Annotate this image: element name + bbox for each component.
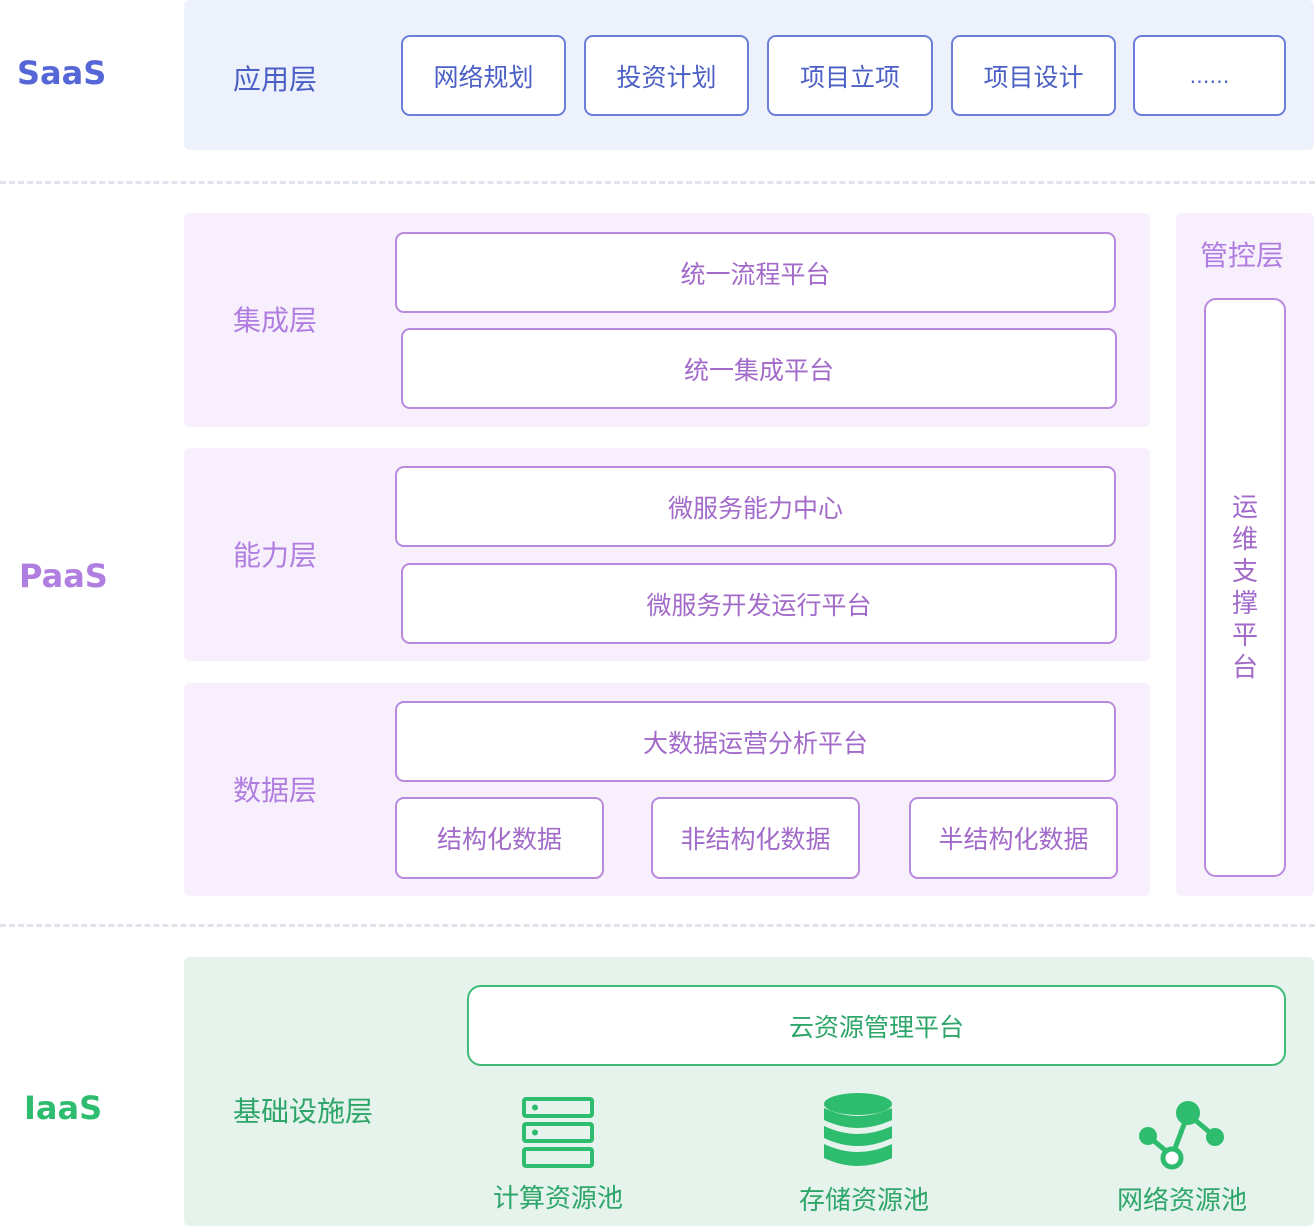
- microservice-capability-center: 微服务能力中心: [395, 466, 1116, 547]
- ops-char-4: 撑: [1231, 588, 1258, 619]
- unified-integration-platform: 统一集成平台: [401, 328, 1117, 409]
- app-network-planning: 网络规划: [401, 35, 566, 116]
- saas-panel: [184, 0, 1314, 150]
- control-layer-label: 管控层: [1200, 239, 1285, 272]
- tier-label-paas: PaaS: [19, 557, 108, 595]
- infrastructure-layer-label: 基础设施层: [233, 1095, 374, 1128]
- ops-char-2: 维: [1231, 524, 1258, 555]
- application-layer-label: 应用层: [233, 63, 318, 96]
- app-investment-plan: 投资计划: [584, 35, 749, 116]
- cloud-resource-management-platform: 云资源管理平台: [467, 985, 1286, 1066]
- ops-char-6: 台: [1231, 652, 1258, 683]
- semi-structured-data: 半结构化数据: [909, 797, 1118, 879]
- app-project-design: 项目设计: [951, 35, 1116, 116]
- storage-pool-label: 存储资源池: [798, 1186, 929, 1216]
- network-icon: [1139, 1101, 1224, 1170]
- network-pool-label: 网络资源池: [1116, 1186, 1247, 1216]
- unstructured-data: 非结构化数据: [651, 797, 860, 879]
- big-data-analytics-platform: 大数据运营分析平台: [395, 701, 1116, 782]
- unified-process-platform: 统一流程平台: [395, 232, 1116, 313]
- compute-pool-label: 计算资源池: [492, 1184, 623, 1214]
- app-more: ……: [1133, 35, 1286, 116]
- tier-label-iaas: IaaS: [24, 1089, 103, 1127]
- ops-char-1: 运: [1231, 492, 1258, 523]
- divider-saas-paas: [0, 181, 1315, 184]
- ops-support-platform: 运 维 支 撑 平 台: [1204, 298, 1286, 877]
- tier-label-saas: SaaS: [17, 54, 107, 92]
- divider-paas-iaas: [0, 924, 1315, 927]
- app-project-approval: 项目立项: [767, 35, 933, 116]
- server-icon: [522, 1097, 594, 1168]
- ops-char-5: 平: [1231, 620, 1258, 651]
- capability-layer-label: 能力层: [233, 539, 318, 572]
- ops-char-3: 支: [1231, 556, 1258, 587]
- data-layer-label: 数据层: [233, 774, 318, 807]
- microservice-devops-platform: 微服务开发运行平台: [401, 563, 1117, 644]
- database-icon: [824, 1093, 892, 1166]
- integration-layer-label: 集成层: [233, 304, 318, 337]
- structured-data: 结构化数据: [395, 797, 604, 879]
